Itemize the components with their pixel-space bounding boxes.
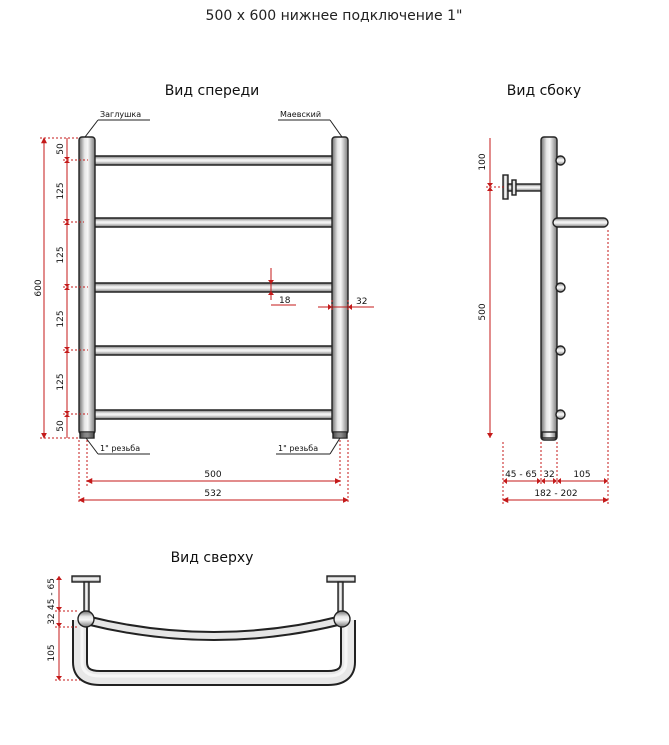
- top-left-pipe-end: [77, 610, 95, 628]
- dim-top-wall-gap: 45 - 65: [47, 578, 57, 610]
- top-view-title: Вид сверху: [171, 550, 254, 566]
- dim-center-width: 500: [204, 470, 221, 480]
- left-side-pipe: [78, 136, 96, 435]
- rung-4: [87, 345, 343, 356]
- dim-side-pipe: 32: [543, 470, 554, 480]
- side-rung-stub-4: [555, 345, 566, 356]
- top-right-pipe-end: [333, 610, 351, 628]
- dim-spacing-2: 125: [56, 246, 66, 263]
- dim-top-depth: 105: [47, 644, 57, 661]
- thread-right-label: 1" резьба: [278, 444, 318, 453]
- front-view-title: Вид спереди: [165, 83, 260, 99]
- drawing-title: 500 x 600 нижнее подключение 1": [206, 8, 463, 24]
- side-rung-stub-3: [555, 282, 566, 293]
- dim-spacing-3: 125: [56, 310, 66, 327]
- front-view: Вид спереди Заглушка Маевский 1" резьба …: [34, 83, 374, 504]
- dim-side-wall-gap: 45 - 65: [505, 470, 537, 480]
- plug-label: Заглушка: [100, 110, 141, 119]
- dim-top-pipe: 32: [47, 613, 57, 624]
- front-spacing-chain: [63, 138, 88, 438]
- side-rung-long: [552, 217, 609, 228]
- dim-side-depth: 105: [573, 470, 590, 480]
- side-rung-stub-5: [555, 409, 566, 420]
- right-side-pipe: [331, 136, 349, 435]
- top-view: Вид сверху 45 - 65 32 105: [47, 550, 356, 686]
- dim-spacing-1: 125: [56, 182, 66, 199]
- dim-spacing-4: 125: [56, 373, 66, 390]
- rung-3: [87, 282, 343, 293]
- dim-rung-diameter: 18: [279, 296, 291, 306]
- dim-pipe-diameter: 32: [356, 297, 367, 307]
- dim-mount-offset: 100: [478, 153, 488, 170]
- rung-2: [83, 217, 348, 228]
- side-view: Вид сбоку 100 500 45 -: [478, 83, 609, 505]
- dim-mount-span: 500: [478, 303, 488, 320]
- rung-1: [87, 155, 343, 166]
- dim-top-gap: 50: [56, 143, 66, 155]
- left-thread: [79, 431, 95, 439]
- side-rung-stub-1: [555, 155, 566, 166]
- dim-height-600: 600: [34, 279, 44, 296]
- dim-side-total-depth: 182 - 202: [534, 489, 577, 499]
- right-thread: [332, 431, 348, 439]
- rung-5: [87, 409, 343, 420]
- side-pipe: [540, 136, 558, 441]
- dim-total-width: 532: [204, 489, 221, 499]
- side-view-title: Вид сбоку: [507, 83, 581, 99]
- mayevsky-label: Маевский: [280, 110, 321, 119]
- front-rungs: [83, 155, 348, 420]
- thread-left-label: 1" резьба: [100, 444, 140, 453]
- dim-bottom-gap: 50: [56, 420, 66, 432]
